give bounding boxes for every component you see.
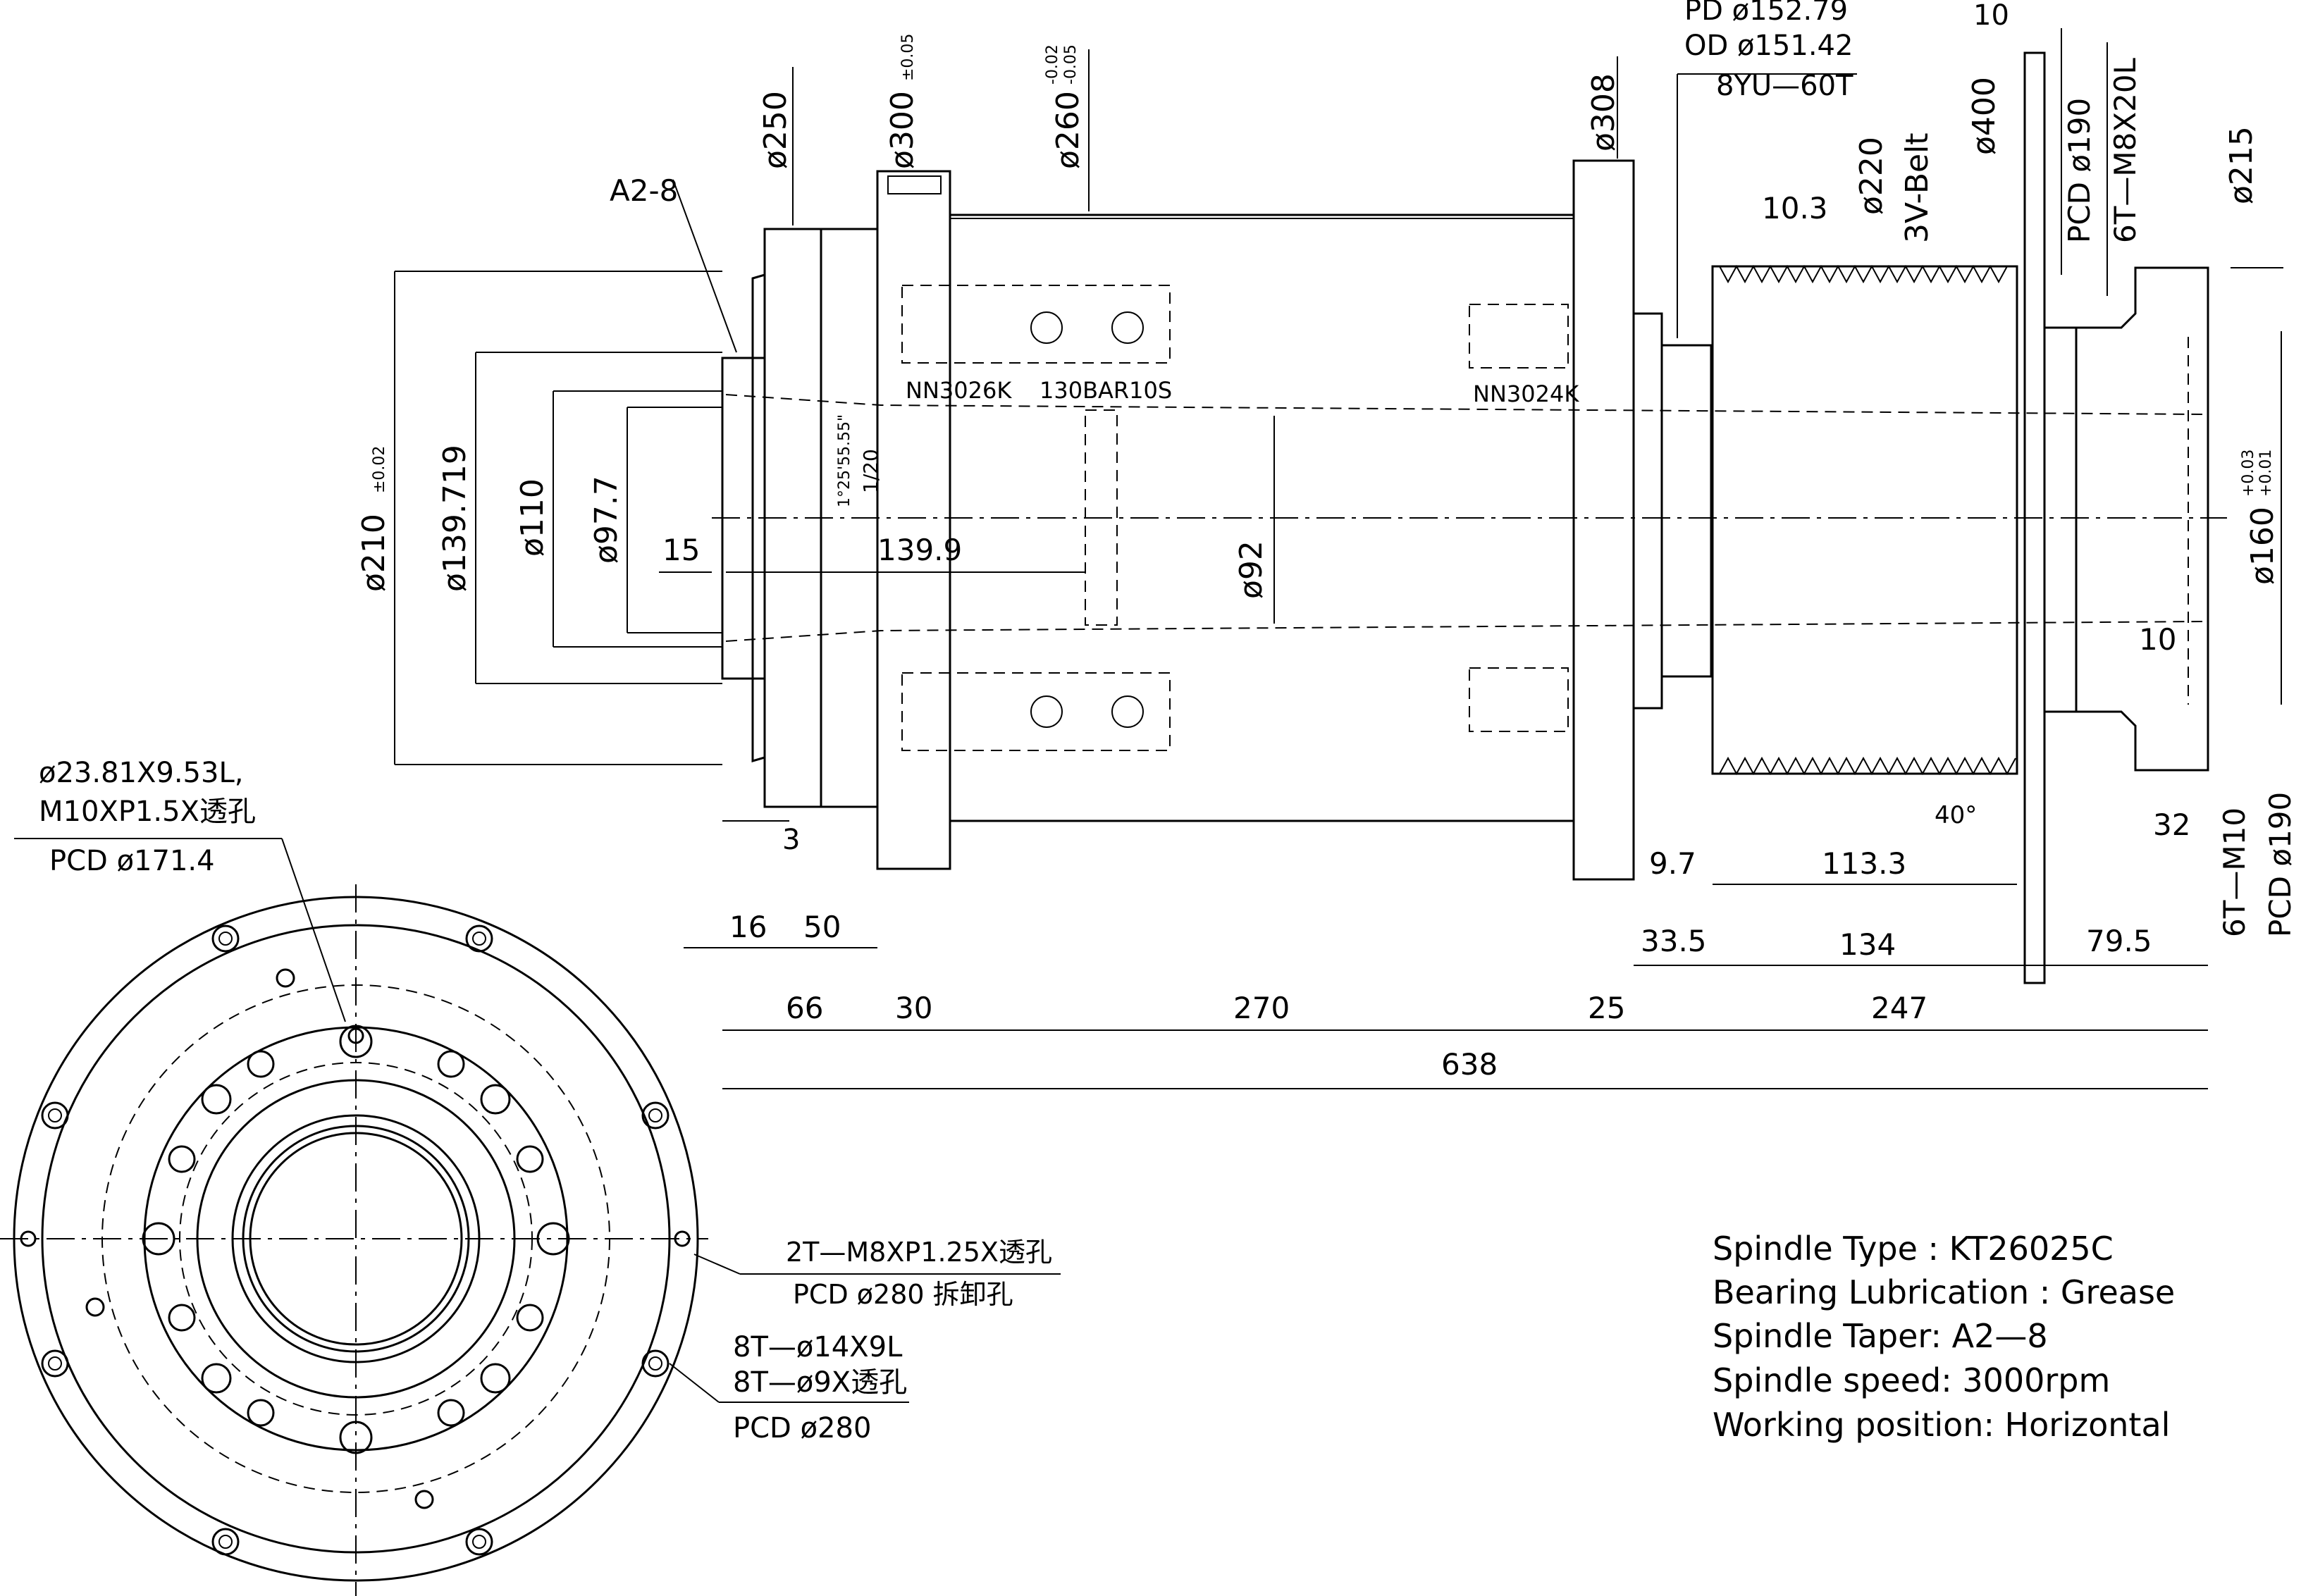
callout-labels: A2-8 ø250 ø300 ±0.05 ø260 -0.02 -0.05 ø3…: [39, 0, 2297, 1445]
rear-flange: [1572, 159, 1635, 881]
spec-taper: Spindle Taper: A2—8: [1713, 1317, 2048, 1355]
dim-66: 66: [786, 991, 823, 1025]
len15-label: 15: [662, 533, 700, 567]
pd-label: PD ø152.79: [1684, 0, 1848, 27]
m8-holes-label: 6T—M8X20L: [2108, 57, 2142, 243]
side-view: [712, 51, 2227, 984]
hole3-b: 8T—ø9X透孔: [733, 1366, 907, 1399]
bearing-front-label: NN3026K: [906, 377, 1012, 404]
hole1-a: ø23.81X9.53L,: [39, 757, 243, 789]
d215-label: ø215: [2223, 126, 2259, 204]
taper-angle-label: 1°25'55.55": [836, 414, 853, 507]
dim-25: 25: [1588, 991, 1625, 1025]
flange-300: [876, 170, 951, 870]
spec-speed: Spindle speed: 3000rpm: [1713, 1361, 2110, 1399]
d260-tol-up: -0.02: [1044, 44, 1061, 85]
d110-label: ø110: [514, 478, 550, 557]
angle40-label: 40°: [1935, 801, 1977, 829]
dim-33: 33.5: [1641, 924, 1707, 958]
spec-type: Spindle Type : KT26025C: [1713, 1230, 2114, 1268]
dim-16: 16: [729, 910, 767, 944]
dim-134: 134: [1839, 927, 1896, 962]
flange-outer: [13, 896, 699, 1582]
d139-label: ø139.719: [437, 445, 473, 592]
hole3-pcd: PCD ø280: [733, 1412, 871, 1445]
d210-tol: ±0.02: [371, 446, 388, 493]
groove-pitch-label: 10.3: [1762, 191, 1828, 225]
d160-label: ø160: [2245, 507, 2281, 585]
m10-holes-label: 6T—M10: [2217, 808, 2252, 937]
bearing-mid-label: 130BAR10S: [1040, 377, 1172, 404]
taper-label: A2-8: [610, 173, 678, 208]
pulley: [1711, 265, 2018, 775]
len3-label: 3: [782, 824, 800, 856]
d160-tol-low: +0.01: [2257, 450, 2275, 497]
bearing-rear-label: NN3024K: [1473, 381, 1579, 407]
d300-label: ø300: [884, 91, 920, 169]
len139-label: 139.9: [877, 533, 962, 567]
front-view: [0, 884, 708, 1596]
taper-ratio-label: 1/20: [859, 449, 882, 493]
belt-label: 3V-Belt: [1899, 132, 1935, 243]
w10-right: 10: [2139, 622, 2176, 657]
d400-label: ø400: [1966, 77, 2002, 155]
dim-30: 30: [895, 991, 932, 1025]
dim-79: 79.5: [2086, 924, 2152, 958]
d260-tol-low: -0.05: [1062, 44, 1080, 85]
w10-top: 10: [1973, 0, 2009, 32]
d220-label: ø220: [1853, 137, 1889, 215]
spec-lube: Bearing Lubrication : Grease: [1713, 1273, 2175, 1311]
d160-tol-up: +0.03: [2240, 450, 2257, 497]
dim-50: 50: [803, 910, 841, 944]
hole1-pcd: PCD ø171.4: [49, 845, 215, 877]
od-label: OD ø151.42: [1684, 30, 1853, 62]
d92-label: ø92: [1233, 540, 1269, 599]
dim-270: 270: [1233, 991, 1290, 1025]
d260-label: ø260: [1050, 91, 1086, 169]
d250-label: ø250: [758, 91, 794, 169]
d300-tol: ±0.05: [899, 34, 917, 81]
d308-label: ø308: [1586, 73, 1622, 151]
hole2-pcd: PCD ø280 拆卸孔: [793, 1279, 1013, 1310]
d97-label: ø97.7: [588, 476, 624, 564]
bottom-dimensions: 16 50 33.5 134 79.5 66 30 270 25 247 638: [729, 910, 2152, 1082]
spec-position: Working position: Horizontal: [1713, 1406, 2170, 1444]
hole2-a: 2T—M8XP1.25X透孔: [786, 1237, 1052, 1268]
hole1-b: M10XP1.5X透孔: [39, 796, 256, 828]
d210-label: ø210: [356, 514, 392, 592]
hole3-a: 8T—ø14X9L: [733, 1331, 903, 1363]
pcd190-right: PCD ø190: [2263, 792, 2297, 937]
len32-label: 32: [2153, 808, 2190, 842]
len97-label: 9.7: [1649, 846, 1696, 881]
dimension-lines: [14, 28, 2283, 1403]
dim-247: 247: [1871, 991, 1927, 1025]
len113-label: 113.3: [1822, 846, 1906, 881]
dim-638: 638: [1441, 1047, 1498, 1082]
pcd190-top: PCD ø190: [2062, 98, 2097, 243]
pulley-label: 8YU—60T: [1716, 70, 1853, 102]
spec-block: Spindle Type : KT26025C Bearing Lubricat…: [1713, 1230, 2175, 1444]
